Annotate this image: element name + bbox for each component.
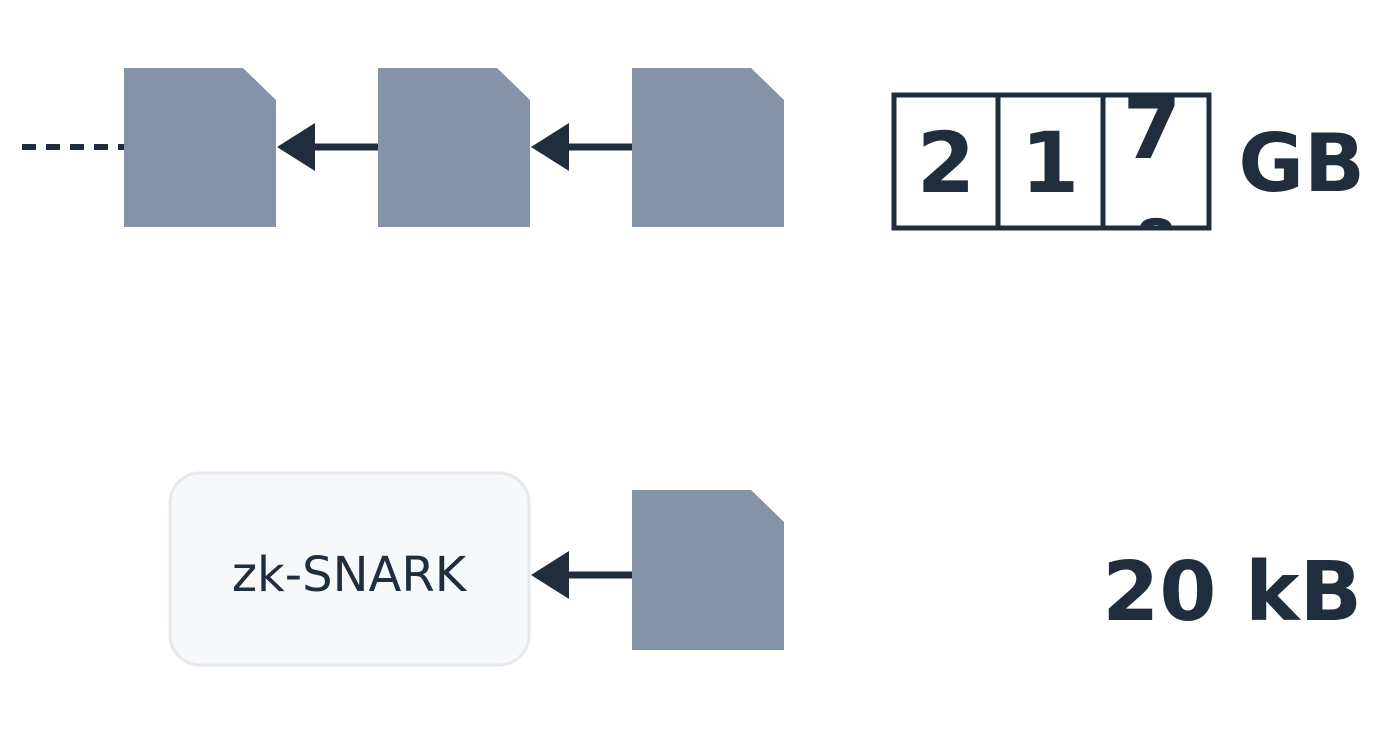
blockchain-chain: [22, 68, 784, 227]
counter-frame: [891, 92, 1212, 231]
counter-rolling-digit-top: 7: [1123, 80, 1181, 178]
snark-arrowhead: [531, 551, 569, 599]
block-1: [124, 68, 276, 227]
counter-digit-2: 1: [1021, 114, 1079, 212]
chain-arrowhead-2: [531, 123, 569, 171]
counter-unit: GB: [1238, 117, 1365, 210]
size-counter: 2 1 7 8 GB: [891, 80, 1365, 277]
proof-size-label: 20 kB: [1102, 545, 1362, 640]
counter-rolling-digit: 7 8: [1123, 80, 1181, 277]
block-3: [632, 68, 784, 227]
zk-snark-label: zk-SNARK: [232, 547, 468, 603]
block-2: [378, 68, 530, 227]
snark-row: zk-SNARK 20 kB: [168, 471, 1362, 667]
zk-snark-box: [168, 471, 531, 667]
block-4: [632, 490, 784, 650]
counter-digit-1: 2: [917, 114, 975, 212]
counter-rolling-digit-bottom: 8: [1135, 207, 1177, 277]
chain-arrowhead-1: [277, 123, 315, 171]
